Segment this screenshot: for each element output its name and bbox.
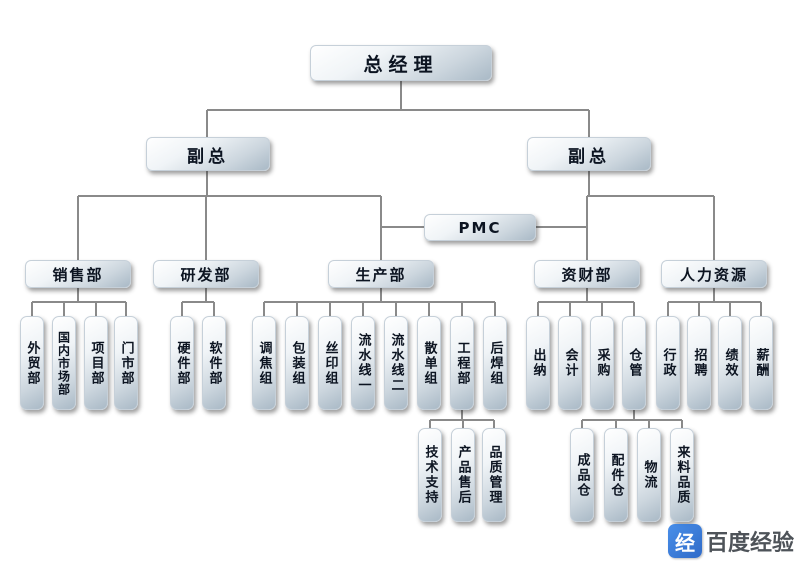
connector-line — [633, 302, 635, 316]
connector-line — [31, 302, 33, 316]
org-node-sales-child-0: 外贸部 — [20, 316, 44, 410]
connector-line — [493, 420, 495, 428]
connector-line — [380, 288, 382, 303]
org-node-finance-child-1: 会计 — [558, 316, 582, 410]
connector-line — [213, 302, 215, 316]
watermark-logo-icon: 经 — [667, 524, 702, 558]
org-node-warehouse-child-2: 物流 — [637, 428, 661, 522]
connector-line — [582, 419, 682, 421]
connector-line — [381, 226, 424, 228]
connector-line — [77, 288, 79, 303]
connector-line — [667, 302, 669, 316]
connector-line — [461, 302, 463, 316]
org-node-dept-finance: 资财部 — [534, 260, 640, 288]
connector-line — [729, 302, 731, 316]
org-node-vp-right: 副总 — [527, 137, 651, 171]
connector-line — [537, 302, 539, 316]
connector-line — [587, 195, 714, 197]
org-node-warehouse-child-3: 来料品质 — [670, 428, 694, 522]
connector-line — [586, 288, 588, 303]
org-node-dept-production: 生产部 — [328, 260, 434, 288]
org-node-engineering-child-2: 品质管理 — [482, 428, 506, 522]
org-node-prod-child-0: 调焦组 — [252, 316, 276, 410]
connector-line — [615, 420, 617, 428]
connector-line — [206, 110, 208, 138]
connector-line — [182, 301, 214, 303]
connector-line — [633, 410, 635, 420]
connector-line — [586, 196, 588, 260]
connector-line — [601, 302, 603, 316]
connector-line — [362, 302, 364, 316]
org-node-hr-child-3: 薪酬 — [749, 316, 773, 410]
watermark-brand-text: 百度经验 — [705, 531, 794, 556]
connector-line — [263, 302, 265, 316]
connector-line — [429, 420, 431, 428]
connector-line — [205, 288, 207, 303]
org-node-pmc: PMC — [424, 214, 536, 241]
connector-line — [181, 302, 183, 316]
org-node-sales-child-1: 国内市场部 — [52, 316, 76, 410]
connector-line — [760, 302, 762, 316]
connector-line — [380, 196, 382, 260]
org-node-hr-child-1: 招聘 — [687, 316, 711, 410]
connector-line — [206, 171, 208, 197]
org-node-vp-left: 副总 — [146, 137, 270, 171]
connector-line — [588, 171, 590, 197]
org-node-dept-rd: 研发部 — [153, 260, 259, 288]
org-node-warehouse-child-1: 配件仓 — [604, 428, 628, 522]
watermark: 经 百度经验 — [667, 524, 794, 558]
org-node-finance-child-3: 仓管 — [622, 316, 646, 410]
connector-line — [462, 420, 464, 428]
connector-line — [205, 196, 207, 260]
org-node-sales-child-2: 项目部 — [84, 316, 108, 410]
connector-line — [461, 410, 463, 420]
org-node-prod-child-1: 包装组 — [285, 316, 309, 410]
org-node-warehouse-child-0: 成品仓 — [570, 428, 594, 522]
connector-line — [713, 196, 715, 260]
connector-line — [648, 420, 650, 428]
org-node-prod-child-5: 散单组 — [417, 316, 441, 410]
connector-line — [125, 302, 127, 316]
org-node-prod-child-4: 流水线二 — [384, 316, 408, 410]
org-node-hr-child-0: 行政 — [656, 316, 680, 410]
connector-line — [668, 301, 761, 303]
connector-line — [296, 302, 298, 316]
connector-line — [395, 302, 397, 316]
org-node-finance-child-2: 采购 — [590, 316, 614, 410]
org-node-hr-child-2: 绩效 — [718, 316, 742, 410]
org-node-finance-child-0: 出纳 — [526, 316, 550, 410]
connector-line — [63, 302, 65, 316]
connector-line — [32, 301, 126, 303]
connector-line — [698, 302, 700, 316]
connector-line — [581, 420, 583, 428]
connector-line — [588, 110, 590, 138]
connector-line — [681, 420, 683, 428]
org-node-engineering-child-0: 技术支持 — [418, 428, 442, 522]
connector-line — [329, 302, 331, 316]
org-node-rd-child-0: 硬件部 — [170, 316, 194, 410]
connector-line — [77, 196, 79, 260]
org-node-prod-child-6: 工程部 — [450, 316, 474, 410]
org-node-prod-child-7: 后焊组 — [483, 316, 507, 410]
connector-line — [494, 302, 496, 316]
connector-line — [569, 302, 571, 316]
connector-line — [538, 301, 634, 303]
org-node-dept-hr: 人力资源 — [661, 260, 767, 288]
connector-line — [536, 226, 587, 228]
org-node-ceo: 总经理 — [310, 45, 492, 81]
org-node-prod-child-3: 流水线一 — [351, 316, 375, 410]
connector-line — [78, 195, 381, 197]
connector-line — [264, 301, 495, 303]
connector-line — [428, 302, 430, 316]
connector-line — [95, 302, 97, 316]
connector-line — [400, 81, 402, 110]
connector-line — [713, 288, 715, 303]
org-node-prod-child-2: 丝印组 — [318, 316, 342, 410]
org-node-rd-child-1: 软件部 — [202, 316, 226, 410]
org-node-engineering-child-1: 产品售后 — [451, 428, 475, 522]
org-node-dept-sales: 销售部 — [25, 260, 131, 288]
connector-line — [207, 109, 589, 111]
org-node-sales-child-3: 门市部 — [114, 316, 138, 410]
